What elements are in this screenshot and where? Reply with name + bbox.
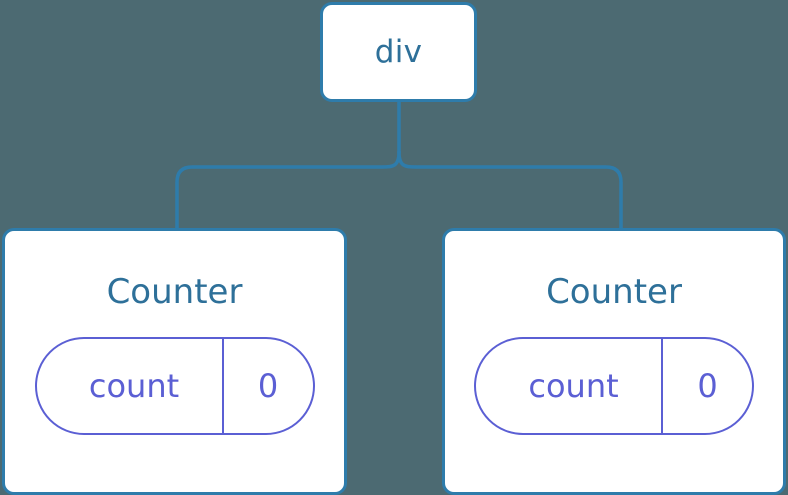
state-pill-divider-right [661,339,663,433]
node-counter-left[interactable]: Counter count 0 [2,228,347,495]
node-counter-right-label: Counter [546,272,682,312]
state-value-left: 0 [257,367,279,405]
state-key-left: count [88,367,180,405]
state-pill-left[interactable]: count 0 [34,337,315,435]
connector-branch-left [175,150,401,232]
node-counter-left-label: Counter [106,272,243,312]
state-key-right: count [528,367,619,405]
node-counter-right[interactable]: Counter count 0 [442,228,786,495]
node-div-label: div [374,33,423,70]
state-value-right: 0 [697,367,718,405]
state-pill-divider-left [221,339,224,433]
node-div[interactable]: div [320,2,477,102]
connector-branch-right [397,150,623,232]
state-pill-right[interactable]: count 0 [474,337,754,435]
